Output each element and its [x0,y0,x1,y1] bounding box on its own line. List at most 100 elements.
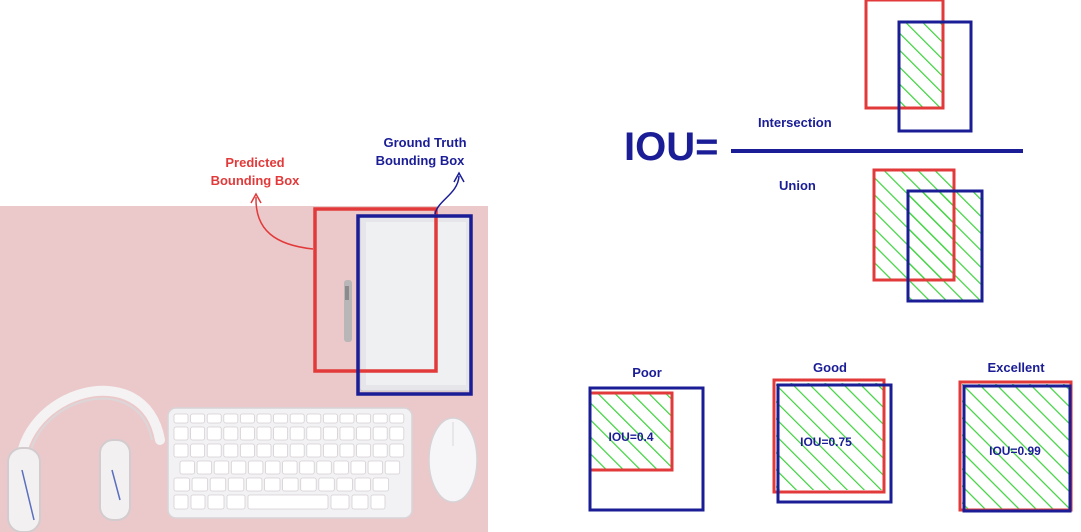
keyboard-key [322,443,338,458]
intersection-label: Intersection [758,115,832,130]
keyboard-key [173,494,189,510]
keyboard-key [190,494,206,510]
union-label: Union [779,178,816,193]
ground-truth-box [356,214,473,396]
union-area-b [908,191,982,301]
keyboard-key [339,426,355,441]
keyboard-key [316,460,332,475]
keyboard-key [322,413,338,424]
keyboard-key [282,477,299,492]
mouse-icon [428,417,478,503]
keyboard-key [339,443,355,458]
keyboard-key [173,413,189,424]
keyboard-icon [167,407,413,519]
keyboard-key [273,426,289,441]
keyboard-key [190,413,206,424]
excellent-example: IOU=0.99 [958,380,1073,513]
keyboard-key [306,413,322,424]
desk-photo [0,206,488,532]
intersection-area [899,22,943,108]
intersection-figure [864,0,973,133]
keyboard-key [247,494,329,510]
keyboard-key [239,443,255,458]
good-example: IOU=0.75 [772,378,893,504]
keyboard-key [372,426,388,441]
keyboard-key [372,413,388,424]
good-iou-value: IOU=0.75 [800,435,852,449]
keyboard-key [282,460,298,475]
keyboard-key [196,460,213,475]
keyboard-key [173,477,190,492]
keyboard-key [330,494,350,510]
keyboard-key [190,426,206,441]
keyboard-key [306,426,322,441]
poor-title: Poor [632,365,662,380]
keyboard-key [206,413,222,424]
keyboard-key [289,426,305,441]
keyboard-key [239,413,255,424]
keyboard-key [265,460,281,475]
keyboard-key [336,477,353,492]
keyboard-key [384,460,401,475]
keyboard-key [173,443,189,458]
keyboard-key [333,460,349,475]
predicted-label-line1: Predicted [225,155,284,170]
keyboard-key [247,460,264,475]
predicted-label-line2: Bounding Box [211,173,301,188]
keyboard-key [190,443,206,458]
keyboard-key [356,413,372,424]
keyboard-key [256,426,272,441]
keyboard-key [351,494,369,510]
ground-truth-label-line2: Bounding Box [376,153,466,168]
keyboard-key [223,443,239,458]
excellent-ground-truth-box [962,384,1072,513]
keyboard-key [207,494,225,510]
keyboard-key [206,443,222,458]
keyboard-key [179,460,195,475]
good-ground-truth-box [776,383,893,504]
keyboard-key [226,494,246,510]
keyboard-key [289,413,305,424]
keyboard-key [306,443,322,458]
keyboard-key [245,477,263,492]
union-predicted-box [872,168,956,282]
keyboard-key [372,477,390,492]
keyboard-key [370,494,386,510]
keyboard-key [339,413,355,424]
keyboard-key [356,426,372,441]
intersection-predicted-box [864,0,945,110]
intersection-ground-truth-box [897,20,973,133]
good-title: Good [813,360,847,375]
excellent-title: Excellent [987,360,1045,375]
keyboard-key [273,413,289,424]
keyboard-key [350,460,366,475]
keyboard-key [389,443,405,458]
keyboard-key [223,413,239,424]
keyboard-key [223,426,239,441]
ground-truth-label-line1: Ground Truth [383,135,466,150]
notebook-icon [359,215,473,392]
poor-example: IOU=0.4 [588,386,705,512]
pen-icon [344,280,352,342]
keyboard-key [273,443,289,458]
good-overlap [776,383,883,490]
keyboard-key [299,460,315,475]
keyboard-key [230,460,247,475]
predicted-box [313,207,438,373]
keyboard-key [213,460,230,475]
poor-ground-truth-box [588,386,705,512]
union-figure [872,168,984,303]
headphones-icon [7,385,165,532]
keyboard-key [227,477,245,492]
keyboard-key [256,413,272,424]
keyboard-key [256,443,272,458]
good-predicted-box [772,378,886,494]
keyboard-key [300,477,317,492]
keyboard-key [372,443,388,458]
keyboard-key [389,413,405,424]
keyboard-key [356,443,372,458]
excellent-iou-value: IOU=0.99 [989,444,1041,458]
ground-truth-arrow [434,171,465,215]
iou-formula-title: IOU= [624,125,718,169]
